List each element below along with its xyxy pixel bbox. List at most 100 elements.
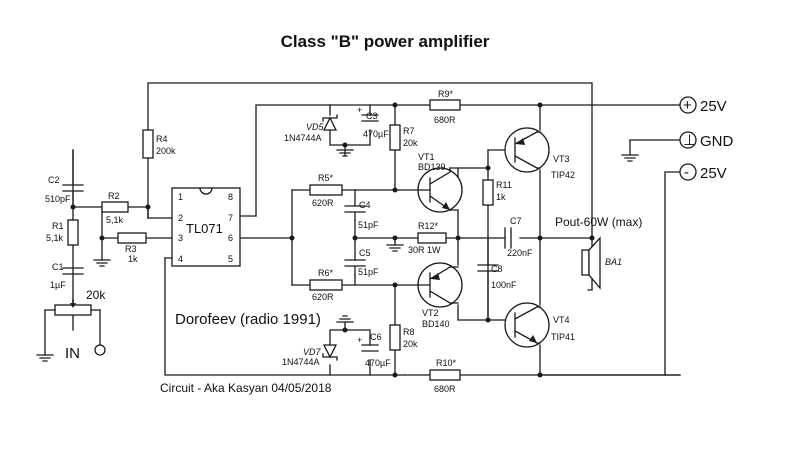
transistor-vt3: VT3 TIP42 <box>504 127 575 180</box>
c4-value: 51pF <box>358 220 379 230</box>
c6-name: C6 <box>370 332 382 342</box>
speaker-ba1: BA1 <box>581 236 622 290</box>
resistor-r10: R10* 680R <box>429 358 461 394</box>
r8-value: 20k <box>403 339 418 349</box>
resistor-r2: R2 5,1k <box>101 191 129 225</box>
r2-value: 5,1k <box>106 215 124 225</box>
zener-vd5: VD5 1N4744A <box>284 114 354 157</box>
ic-pin-2: 2 <box>178 213 183 223</box>
c3-value: 470µF <box>363 129 389 139</box>
vt2-name: VT2 <box>422 308 439 318</box>
r7-name: R7 <box>403 126 415 136</box>
terminal-v-neg: - 25V <box>679 163 727 182</box>
ic-pin-6: 6 <box>228 233 233 243</box>
capacitor-c3: + C3 470µF <box>357 105 389 139</box>
r3-value: 1k <box>128 254 138 264</box>
c2-name: C2 <box>48 175 60 185</box>
r9-value: 680R <box>434 115 456 125</box>
r3-name: R3 <box>125 244 137 254</box>
resistor-r12: R12* 30R 1W <box>408 221 447 255</box>
junction-dots <box>70 102 595 378</box>
schematic-title: Class "B" power amplifier <box>281 32 490 51</box>
ic-tl071: TL071 1 2 3 4 8 7 6 5 <box>164 187 257 267</box>
terminal-gnd-symbol: ⊥ <box>683 132 696 149</box>
r4-value: 200k <box>156 146 176 156</box>
ic-pin-8: 8 <box>228 192 233 202</box>
r2-name: R2 <box>108 191 120 201</box>
c1-name: C1 <box>52 262 64 272</box>
r11-value: 1k <box>496 192 506 202</box>
r8-name: R8 <box>403 327 415 337</box>
ic-name: TL071 <box>186 221 223 236</box>
c3-name: C3 <box>366 111 378 121</box>
vt4-value: TIP41 <box>551 332 575 342</box>
resistor-r4: R4 200k <box>142 129 176 159</box>
r4-name: R4 <box>156 134 168 144</box>
c5-value: 51pF <box>358 267 379 277</box>
c6-polarity: + <box>357 335 362 345</box>
terminal-gnd: ⊥ GND <box>621 131 734 162</box>
c8-name: C8 <box>491 264 503 274</box>
r12-name: R12* <box>418 221 439 231</box>
input-label: IN <box>65 345 80 362</box>
ground-center <box>386 244 404 252</box>
r6-name: R6* <box>318 268 334 278</box>
c7-value: 220nF <box>507 248 533 258</box>
vd5-value: 1N4744A <box>284 133 322 143</box>
vt4-name: VT4 <box>553 315 570 325</box>
zener-vd7: VD7 1N4744A <box>282 315 354 367</box>
r6-value: 620R <box>312 292 334 302</box>
c4-name: C4 <box>359 200 371 210</box>
transistor-vt1: VT1 BD139 <box>394 152 463 213</box>
ic-pin-1: 1 <box>178 192 183 202</box>
resistor-r1: R1 5,1k <box>46 219 79 246</box>
vt1-value: BD139 <box>418 162 446 172</box>
terminal-v-pos-label: 25V <box>700 98 727 115</box>
r12-value: 30R 1W <box>408 245 441 255</box>
r10-value: 680R <box>434 384 456 394</box>
resistor-r5: R5* 620R <box>309 173 343 208</box>
terminal-gnd-label: GND <box>700 133 734 150</box>
ic-pin-5: 5 <box>228 254 233 264</box>
author-label: Dorofeev (radio 1991) <box>175 311 321 328</box>
transistor-vt2: VT2 BD140 <box>394 262 463 329</box>
c7-name: C7 <box>510 216 522 226</box>
r11-name: R11 <box>496 180 512 190</box>
terminal-minus-sign: - <box>684 164 689 181</box>
ic-pin-4: 4 <box>178 254 183 264</box>
pot-value: 20k <box>86 288 106 302</box>
vt1-name: VT1 <box>418 152 435 162</box>
capacitor-c4: C4 51pF <box>344 200 379 230</box>
resistor-r3: R3 1k <box>93 232 147 267</box>
transistor-vt4: VT4 TIP41 <box>504 302 575 348</box>
c3-polarity: + <box>357 105 362 115</box>
c2-value: 510pF <box>45 194 71 204</box>
c1-value: 1µF <box>50 280 66 290</box>
potentiometer: 20k IN <box>36 288 106 362</box>
r5-name: R5* <box>318 173 334 183</box>
r1-name: R1 <box>52 221 64 231</box>
vd7-value: 1N4744A <box>282 357 320 367</box>
terminal-plus-sign: + <box>683 97 692 114</box>
resistor-r8: R8 20k <box>389 324 418 351</box>
terminal-v-pos: + 25V <box>679 96 727 115</box>
ic-pin-3: 3 <box>178 233 183 243</box>
credit-label: Circuit - Aka Kasyan 04/05/2018 <box>160 381 332 395</box>
vt3-name: VT3 <box>553 154 570 164</box>
pout-label: Pout-60W (max) <box>555 215 642 229</box>
r9-name: R9* <box>438 89 454 99</box>
vd5-name: VD5 <box>306 122 325 132</box>
terminal-v-neg-label: 25V <box>700 165 727 182</box>
capacitor-c6: + C6 470µF <box>357 332 391 368</box>
resistor-r6: R6* 620R <box>309 268 343 302</box>
capacitor-c1: C1 1µF <box>50 262 84 290</box>
capacitor-c8: C8 100nF <box>477 264 517 290</box>
r5-value: 620R <box>312 198 334 208</box>
capacitor-c7: C7 220nF <box>504 216 533 258</box>
resistor-r7: R7 20k <box>389 124 418 151</box>
r1-value: 5,1k <box>46 233 64 243</box>
ic-pin-7: 7 <box>228 213 233 223</box>
capacitor-c5: C5 51pF <box>344 248 379 277</box>
capacitor-c2: C2 510pF <box>45 149 84 208</box>
